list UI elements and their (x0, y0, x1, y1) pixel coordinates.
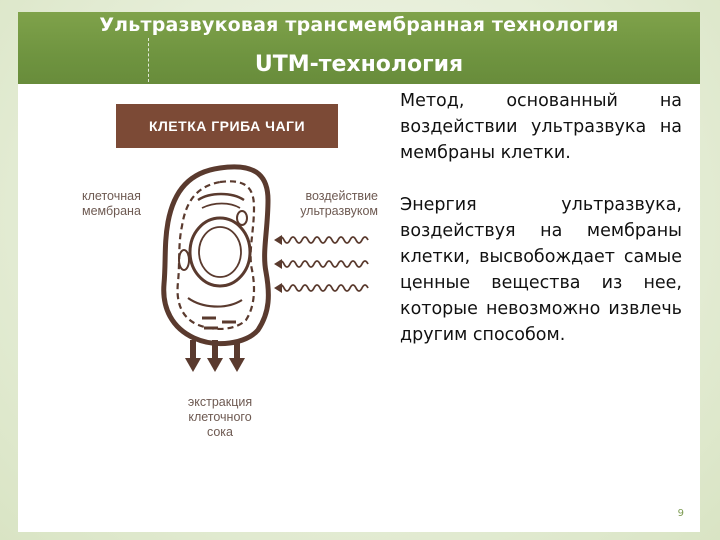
cell-inner-membrane (176, 180, 256, 330)
cell-nucleolus (198, 226, 242, 278)
header-divider (148, 38, 149, 82)
header-band (18, 12, 700, 84)
extraction-arrow-3 (229, 340, 245, 372)
label-extraction-line3: сока (206, 425, 234, 439)
cell-organelle-right (236, 210, 248, 226)
ultrasound-wave-3 (274, 283, 369, 293)
slide-subtitle: UTM-технология (254, 52, 464, 77)
paragraph-method: Метод, основанный на воздействии ультраз… (400, 91, 682, 163)
slide-title: Ультразвуковая трансмембранная технологи… (99, 14, 619, 36)
text-column: Метод, основанный на воздействии ультраз… (400, 88, 682, 348)
cell-organelle-left (178, 249, 190, 271)
cell-organelle-bottom (187, 297, 243, 308)
page-number: 9 (677, 508, 684, 519)
ultrasound-wave-2 (274, 259, 369, 269)
cell-outer-membrane (161, 164, 271, 346)
label-extraction: экстракция клеточного сока (180, 395, 260, 440)
diagram-banner: КЛЕТКА ГРИБА ЧАГИ (116, 104, 338, 148)
ultrasound-wave-1 (274, 235, 369, 245)
label-ultrasound-line1: воздействие (305, 189, 378, 203)
cell-organelle-top-2 (201, 202, 241, 209)
label-ultrasound: воздействие ультразвуком (296, 189, 378, 219)
label-ultrasound-line2: ультразвуком (300, 204, 378, 218)
cell-illustration (161, 164, 369, 372)
extraction-arrow-2 (207, 340, 223, 372)
cell-organelle-top (197, 192, 245, 202)
label-extraction-line1: экстракция (187, 395, 253, 409)
label-cell-membrane-line1: клеточная (82, 189, 141, 203)
label-extraction-line2: клеточного (188, 410, 252, 424)
paragraph-energy: Энергия ультразвука, воздействуя на мемб… (400, 195, 682, 345)
label-cell-membrane-line2: мембрана (82, 204, 141, 218)
label-cell-membrane: клеточная мембрана (82, 189, 141, 219)
extraction-arrow-1 (185, 340, 201, 372)
cell-nucleus (188, 216, 252, 288)
